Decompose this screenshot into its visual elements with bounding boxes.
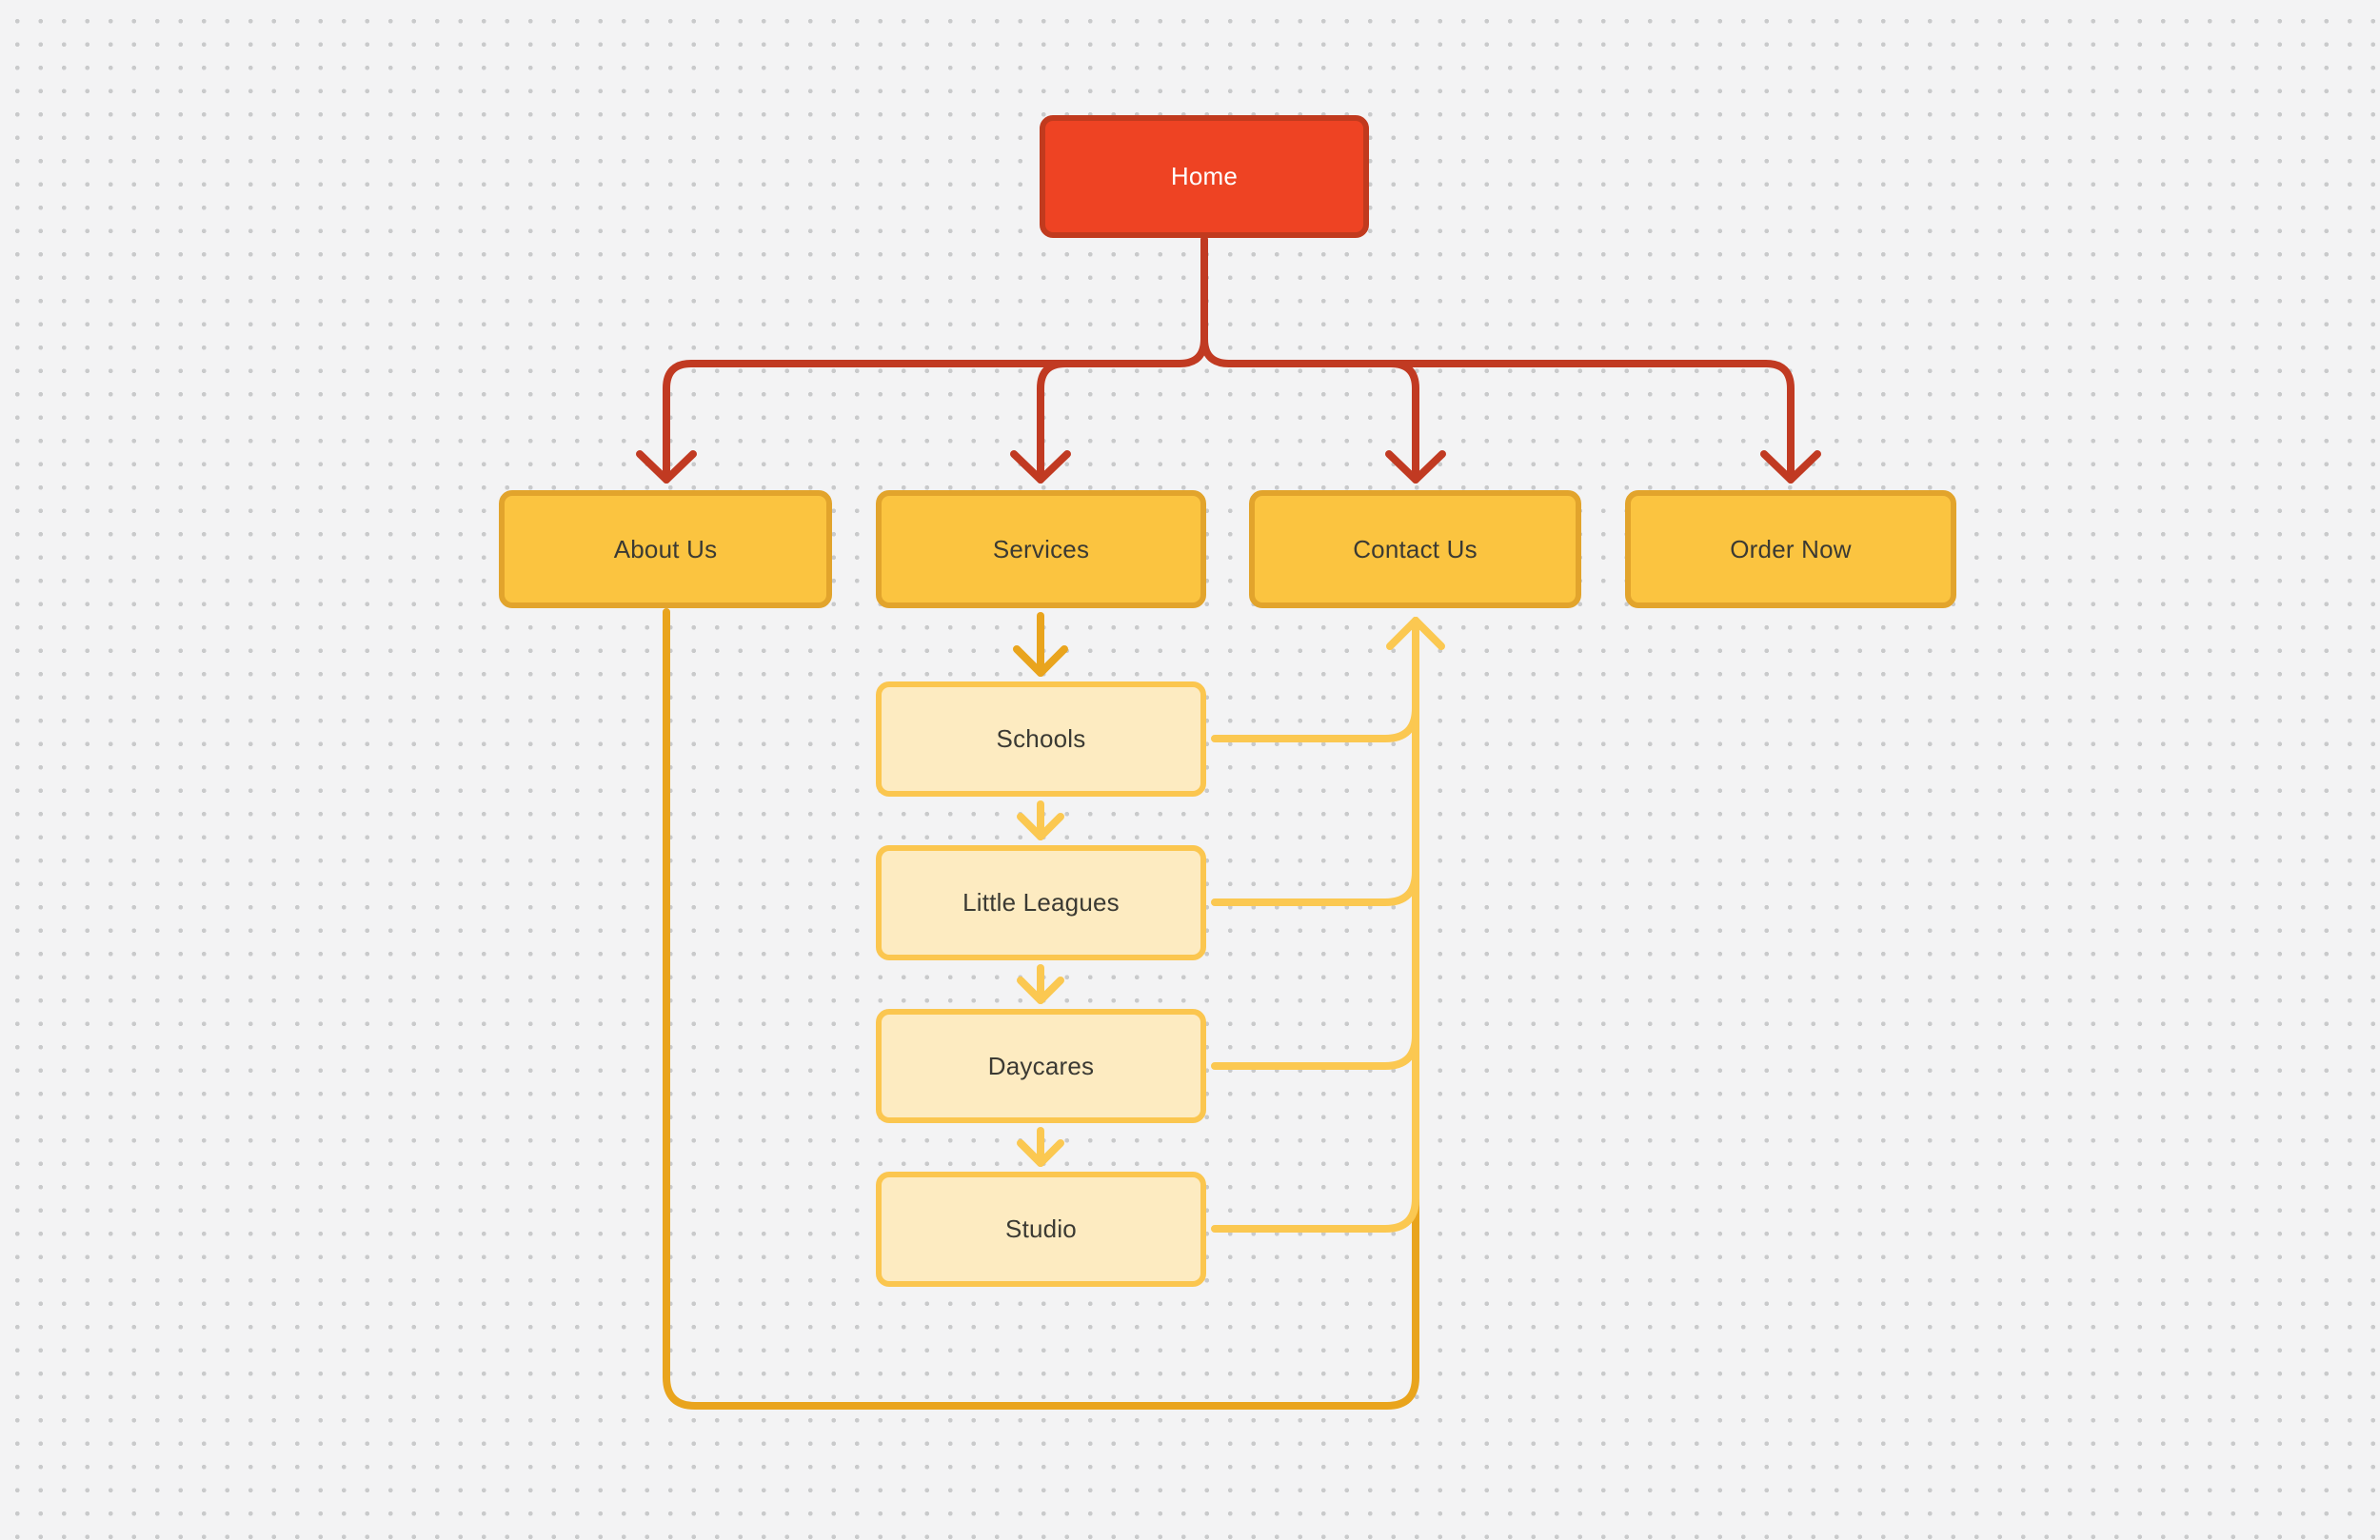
node-studio-label: Studio [1005,1214,1077,1243]
node-services-label: Services [992,534,1090,563]
node-order-now-label: Order Now [1730,534,1852,563]
edge-home-order-now[interactable] [1200,236,1821,484]
edge-home-about-us[interactable] [636,236,1208,484]
node-schools-label: Schools [996,724,1086,753]
edge-daycares-studio[interactable] [1017,1127,1064,1167]
node-home-label: Home [1170,162,1239,190]
edge-schools-little-leagues[interactable] [1017,800,1064,840]
node-daycares-label: Daycares [987,1051,1095,1080]
node-services[interactable]: Services [876,490,1206,608]
node-contact-us[interactable]: Contact Us [1249,490,1581,608]
edge-home-contact-us[interactable] [1385,360,1446,484]
edge-services-schools[interactable] [1013,612,1068,677]
node-little-leagues[interactable]: Little Leagues [876,845,1206,960]
edge-about-us-contact-us[interactable] [663,608,1419,1410]
node-about-us-label: About Us [613,534,718,563]
node-studio[interactable]: Studio [876,1172,1206,1287]
node-about-us[interactable]: About Us [499,490,832,608]
node-contact-us-label: Contact Us [1353,534,1478,563]
edge-home-services[interactable] [1010,360,1071,484]
node-home[interactable]: Home [1040,115,1369,238]
node-schools[interactable]: Schools [876,681,1206,797]
node-order-now[interactable]: Order Now [1625,490,1956,608]
edge-little-leagues-contact-us[interactable] [1211,617,1419,906]
edge-studio-contact-us[interactable] [1211,617,1445,1233]
edge-schools-contact-us[interactable] [1211,617,1419,742]
node-daycares[interactable]: Daycares [876,1009,1206,1123]
node-little-leagues-label: Little Leagues [962,888,1120,917]
edge-daycares-contact-us[interactable] [1211,617,1419,1070]
edge-little-leagues-daycares[interactable] [1017,964,1064,1004]
